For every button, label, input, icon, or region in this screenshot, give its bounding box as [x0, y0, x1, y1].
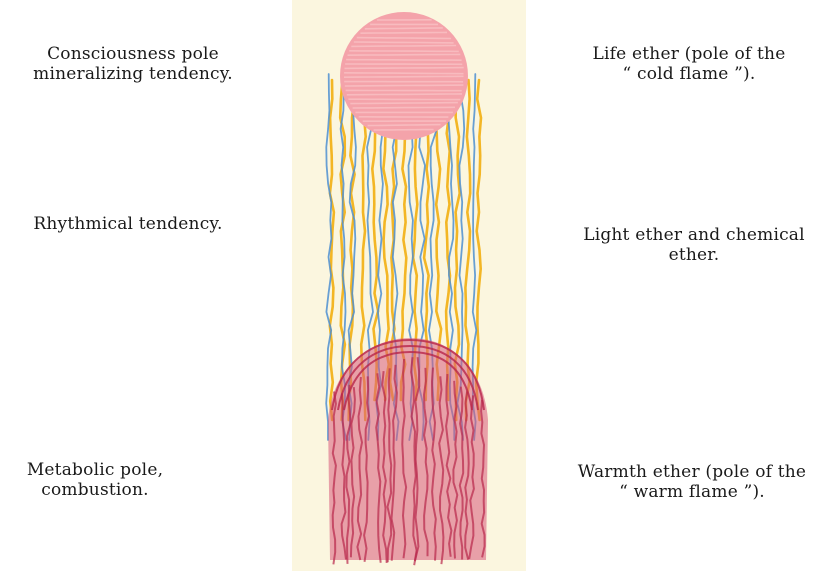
- cold-flame-texture: [351, 46, 456, 47]
- cold-flame-texture: [347, 94, 462, 95]
- cold-flame-texture: [345, 68, 464, 69]
- label-line: Consciousness pole: [18, 44, 248, 64]
- label-line: mineralizing tendency.: [18, 64, 248, 84]
- cold-flame-texture: [344, 76, 464, 77]
- cold-flame-texture: [360, 32, 447, 33]
- cold-flame-texture: [346, 60, 462, 61]
- label-line: “ warm flame ”).: [562, 482, 822, 502]
- label-metabolic-pole: Metabolic pole, combustion.: [10, 460, 180, 500]
- cold-flame-texture: [353, 107, 455, 108]
- cold-flame-texture: [374, 130, 434, 131]
- label-line: Warmth ether (pole of the: [562, 462, 822, 482]
- label-line: Light ether and chemical: [566, 225, 822, 245]
- cold-flame-texture: [345, 85, 464, 86]
- label-line: Metabolic pole,: [10, 460, 180, 480]
- label-line: Life ether (pole of the: [560, 44, 818, 64]
- cold-flame-sphere: [340, 12, 468, 140]
- cold-flame-texture: [354, 42, 454, 43]
- label-light-chemical-ether: Light ether and chemical ether.: [566, 225, 822, 265]
- label-line: Rhythmical tendency.: [8, 214, 248, 234]
- cold-flame-texture: [349, 51, 459, 52]
- label-life-ether: Life ether (pole of the “ cold flame ”).: [560, 44, 818, 84]
- warm-flame-pole: [328, 338, 488, 565]
- label-line: combustion.: [10, 480, 180, 500]
- label-line: ether.: [566, 245, 822, 265]
- cold-flame-texture: [350, 103, 458, 104]
- cold-flame-texture: [348, 54, 461, 55]
- cold-flame-texture: [365, 28, 443, 29]
- cold-flame-texture: [344, 73, 463, 74]
- label-rhythmical-tendency: Rhythmical tendency.: [8, 214, 248, 234]
- diagram-illustration: [292, 0, 526, 571]
- label-consciousness-pole: Consciousness pole mineralizing tendency…: [18, 44, 248, 84]
- diagram-svg: [292, 0, 526, 571]
- cold-flame-texture: [368, 125, 441, 126]
- label-line: “ cold flame ”).: [560, 64, 818, 84]
- cold-flame-texture: [357, 38, 451, 39]
- label-warmth-ether: Warmth ether (pole of the “ warm flame ”…: [562, 462, 822, 502]
